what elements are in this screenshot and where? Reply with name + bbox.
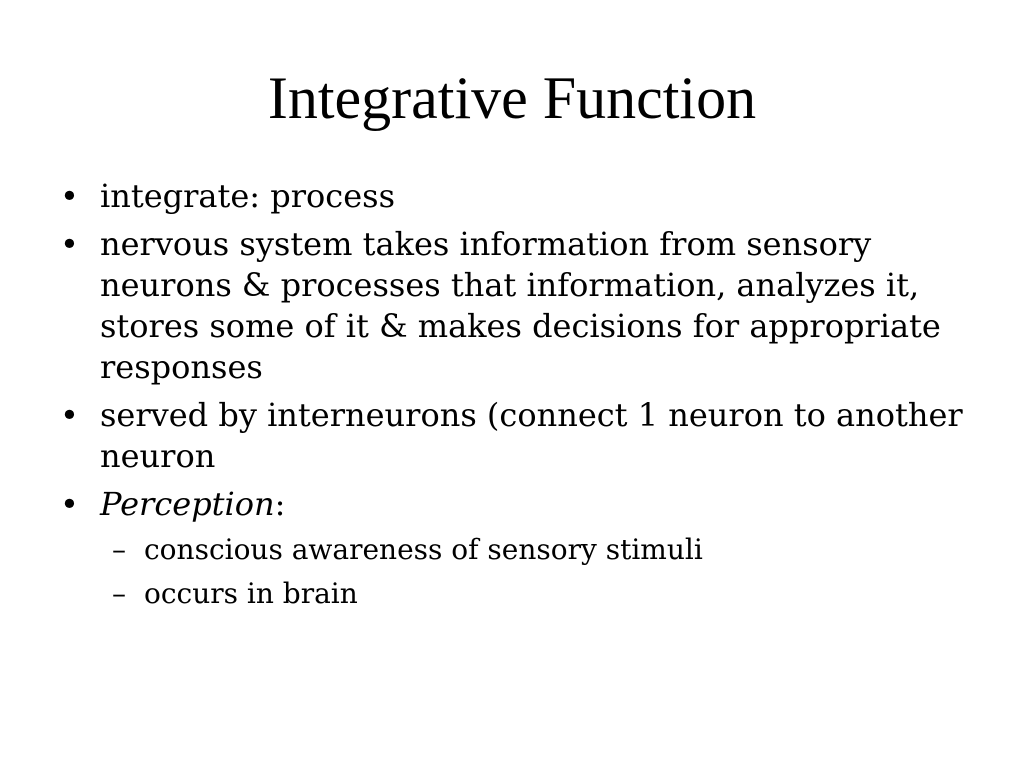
sub-bullet-text: conscious awareness of sensory stimuli: [144, 533, 703, 566]
sub-bullet-item: – conscious awareness of sensory stimuli: [56, 532, 986, 568]
bullet-item: • served by interneurons (connect 1 neur…: [56, 395, 986, 477]
sub-bullet-text: occurs in brain: [144, 577, 358, 610]
bullet-italic-term: Perception: [100, 485, 275, 523]
bullet-marker: •: [60, 396, 79, 434]
bullet-marker: •: [60, 485, 79, 523]
bullet-text: integrate: process: [100, 177, 395, 215]
sub-bullet-marker: –: [112, 533, 126, 566]
bullet-item: • nervous system takes information from …: [56, 224, 986, 388]
sub-bullet-item: – occurs in brain: [56, 576, 986, 612]
bullet-item: • integrate: process: [56, 176, 986, 217]
sub-bullet-marker: –: [112, 577, 126, 610]
bullet-marker: •: [60, 225, 79, 263]
bullet-suffix: :: [274, 485, 286, 523]
bullet-marker: •: [60, 177, 79, 215]
bullet-item: • Perception:: [56, 484, 986, 525]
bullet-text: nervous system takes information from se…: [100, 225, 941, 386]
slide-content: • integrate: process • nervous system ta…: [56, 176, 986, 620]
slide-title: Integrative Function: [267, 65, 757, 131]
bullet-text: served by interneurons (connect 1 neuron…: [100, 396, 963, 475]
